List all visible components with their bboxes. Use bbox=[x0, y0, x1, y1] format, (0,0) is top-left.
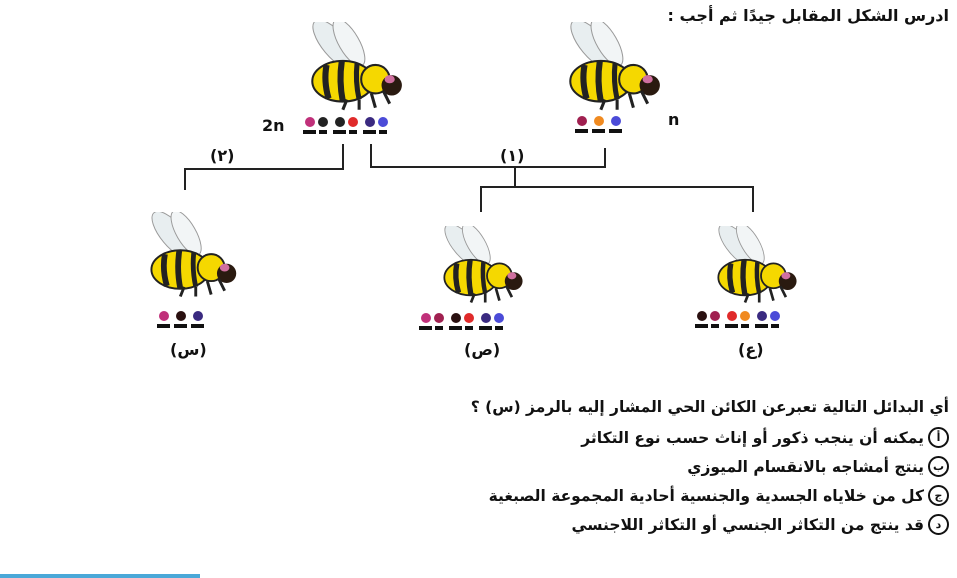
chromosome bbox=[317, 117, 328, 134]
chromosomes-offspring-ain bbox=[695, 311, 780, 328]
chromosome bbox=[575, 116, 588, 133]
connector-line bbox=[480, 186, 482, 212]
chromosomes-parent-left bbox=[303, 117, 388, 134]
option-letter: ج bbox=[928, 485, 949, 506]
bee-parent-left bbox=[296, 18, 408, 114]
connector-line bbox=[370, 144, 372, 168]
offspring-label-s: (س) bbox=[170, 340, 207, 359]
chromosome bbox=[739, 311, 750, 328]
chromosome-pair bbox=[303, 117, 328, 134]
chromosome-pair bbox=[449, 313, 474, 330]
chromosome bbox=[191, 311, 204, 328]
chromosome bbox=[174, 311, 187, 328]
connector-line bbox=[184, 168, 344, 170]
chromosome bbox=[755, 311, 768, 328]
bee-offspring-ain bbox=[700, 222, 806, 306]
chromosomes-parent-right bbox=[575, 116, 622, 133]
chromosome bbox=[377, 117, 388, 134]
chromosome-pair bbox=[695, 311, 720, 328]
option-letter: أ bbox=[928, 427, 949, 448]
ploidy-2n-label: 2n bbox=[262, 116, 285, 135]
chromosome-pair bbox=[419, 313, 444, 330]
instruction-header: ادرس الشكل المقابل جيدًا ثم أجب : bbox=[667, 6, 950, 25]
chromosome-pair bbox=[157, 311, 170, 328]
connector-line bbox=[752, 186, 754, 212]
chromosome bbox=[333, 117, 346, 134]
chromosome bbox=[347, 117, 358, 134]
chromosome bbox=[493, 313, 504, 330]
connector-line bbox=[370, 166, 606, 168]
offspring-label-sad: (ص) bbox=[464, 340, 501, 359]
decorative-stripe bbox=[0, 574, 200, 578]
chromosome bbox=[433, 313, 444, 330]
connector-line bbox=[184, 168, 186, 190]
offspring-label-ain: (ع) bbox=[738, 340, 764, 359]
question-text: أي البدائل التالية تعبرعن الكائن الحي ال… bbox=[470, 398, 949, 416]
chromosome bbox=[592, 116, 605, 133]
chromosome bbox=[157, 311, 170, 328]
chromosome bbox=[769, 311, 780, 328]
path-label-1: (١) bbox=[500, 146, 525, 165]
bee-offspring-s bbox=[136, 210, 242, 302]
chromosome-pair bbox=[609, 116, 622, 133]
option-text: يمكنه أن ينجب ذكور أو إناث حسب نوع التكا… bbox=[581, 428, 924, 447]
path-label-2: (٢) bbox=[210, 146, 235, 165]
chromosome bbox=[363, 117, 376, 134]
chromosomes-offspring-sad bbox=[419, 313, 504, 330]
chromosome-pair bbox=[363, 117, 388, 134]
chromosome-pair bbox=[191, 311, 204, 328]
option-text: قد ينتج من التكاثر الجنسي أو التكاثر الل… bbox=[571, 515, 924, 534]
connector-line bbox=[342, 144, 344, 170]
chromosome bbox=[449, 313, 462, 330]
chromosome-pair bbox=[725, 311, 750, 328]
chromosome bbox=[479, 313, 492, 330]
chromosome bbox=[419, 313, 432, 330]
chromosome-pair bbox=[592, 116, 605, 133]
connector-line bbox=[480, 186, 754, 188]
chromosomes-offspring-s bbox=[157, 311, 204, 328]
chromosome-pair bbox=[333, 117, 358, 134]
ploidy-n-label: n bbox=[668, 110, 680, 129]
option-letter: ب bbox=[928, 456, 949, 477]
chromosome bbox=[463, 313, 474, 330]
option-letter: د bbox=[928, 514, 949, 535]
option-text: ينتج أمشاجه بالانقسام الميوزي bbox=[687, 457, 924, 476]
connector-line bbox=[604, 148, 606, 168]
chromosome-pair bbox=[174, 311, 187, 328]
chromosome-pair bbox=[575, 116, 588, 133]
option-text: كل من خلاياه الجسدية والجنسية أحادية الم… bbox=[488, 486, 924, 505]
chromosome-pair bbox=[479, 313, 504, 330]
chromosome bbox=[303, 117, 316, 134]
bee-parent-right bbox=[554, 18, 666, 114]
connector-line bbox=[514, 166, 516, 188]
bee-offspring-sad bbox=[426, 222, 532, 306]
chromosome bbox=[725, 311, 738, 328]
chromosome bbox=[609, 116, 622, 133]
chromosome bbox=[709, 311, 720, 328]
chromosome bbox=[695, 311, 708, 328]
chromosome-pair bbox=[755, 311, 780, 328]
